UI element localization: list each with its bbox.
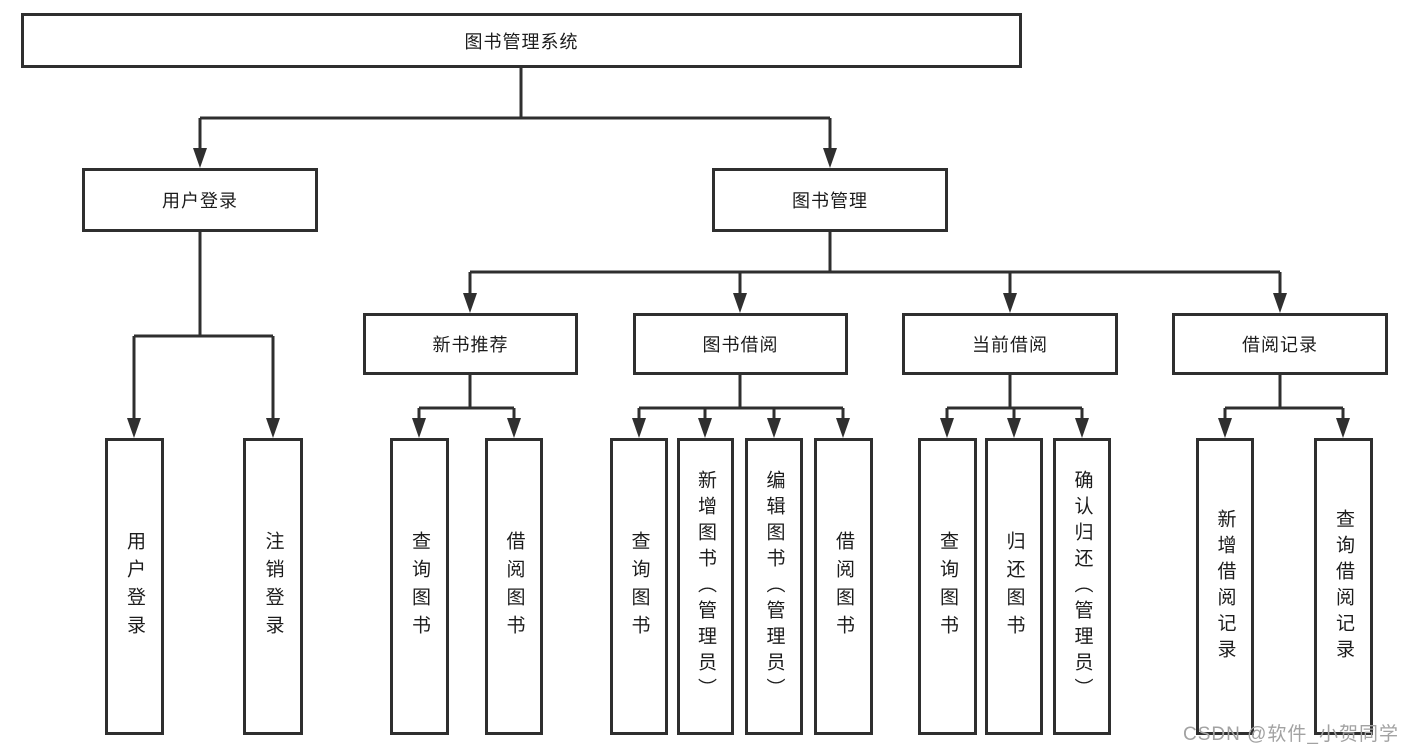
node-library-management-system: 图书管理系统: [21, 13, 1022, 68]
leaf-query-books-borrowing: 查询图书: [610, 438, 668, 735]
node-borrowing-records: 借阅记录: [1172, 313, 1388, 375]
group-label: 借阅记录: [1242, 335, 1318, 355]
leaf-borrow-books: 借阅图书: [814, 438, 873, 735]
leaf-add-borrow-record: 新增借阅记录: [1196, 438, 1254, 735]
node-book-borrowing: 图书借阅: [633, 313, 848, 375]
group-label: 当前借阅: [972, 335, 1048, 355]
watermark: CSDN @软件_小贺同学: [1183, 724, 1399, 745]
node-book-management: 图书管理: [712, 168, 948, 232]
group-label: 新书推荐: [432, 335, 509, 355]
leaf-return-books: 归还图书: [985, 438, 1043, 735]
group-label: 图书借阅: [702, 335, 779, 355]
leaf-query-books-recommend: 查询图书: [390, 438, 449, 735]
leaf-query-books-current: 查询图书: [918, 438, 977, 735]
leaf-edit-book-admin: 编辑图书（管理员）: [745, 438, 803, 735]
leaf-confirm-return-admin: 确认归还（管理员）: [1053, 438, 1111, 735]
node-user-login-branch: 用户登录: [82, 168, 318, 232]
leaf-logout: 注销登录: [243, 438, 303, 735]
node-new-book-recommendation: 新书推荐: [363, 313, 578, 375]
branch-label: 用户登录: [162, 191, 238, 211]
root-title: 图书管理系统: [464, 31, 579, 52]
leaf-query-borrow-record: 查询借阅记录: [1314, 438, 1373, 735]
leaf-user-login: 用户登录: [105, 438, 164, 735]
leaf-borrow-books-recommend: 借阅图书: [485, 438, 543, 735]
leaf-add-book-admin: 新增图书（管理员）: [677, 438, 734, 735]
branch-label: 图书管理: [792, 191, 868, 211]
node-current-borrowing: 当前借阅: [902, 313, 1118, 375]
